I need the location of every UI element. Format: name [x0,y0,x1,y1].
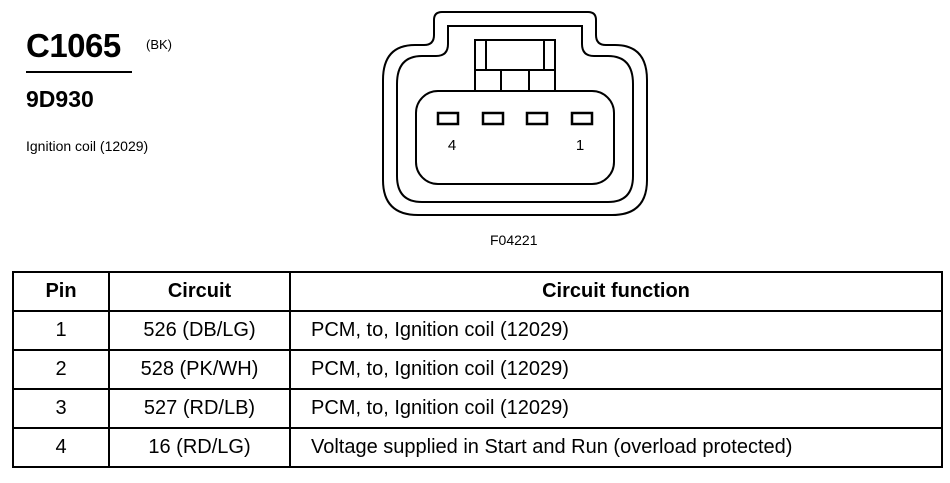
pin-cell: 1 [12,310,110,351]
header-circuit-function: Circuit function [289,271,943,312]
function-cell: Voltage supplied in Start and Run (overl… [289,427,943,468]
connector-color: (BK) [146,37,172,52]
pin-cell: 4 [12,427,110,468]
pin-3-terminal [481,111,505,126]
pin-4-terminal [436,111,460,126]
connector-id: C1065 [26,27,121,64]
function-cell: PCM, to, Ignition coil (12029) [289,349,943,390]
table-row: 1 526 (DB/LG) PCM, to, Ignition coil (12… [12,310,943,351]
connector-outer-shell [382,11,648,216]
function-cell: PCM, to, Ignition coil (12029) [289,310,943,351]
pin-2-terminal [525,111,549,126]
pin-cell: 2 [12,349,110,390]
connector-description: Ignition coil (12029) [26,138,149,154]
title-underline [26,71,132,73]
pin-label-left: 4 [448,137,456,154]
pin-1-terminal [570,111,594,126]
header-circuit: Circuit [108,271,291,312]
table-row: 3 527 (RD/LB) PCM, to, Ignition coil (12… [12,388,943,429]
connector-inner-shell [396,25,634,203]
table-header-row: Pin Circuit Circuit function [12,271,943,312]
circuit-cell: 526 (DB/LG) [108,310,291,351]
circuit-cell: 528 (PK/WH) [108,349,291,390]
pin-label-right: 1 [576,137,584,154]
circuit-cell: 16 (RD/LG) [108,427,291,468]
terminal-cavity-body [415,90,615,185]
pinout-table: Pin Circuit Circuit function 1 526 (DB/L… [12,271,943,468]
part-number: 9D930 [26,86,94,112]
pin-cell: 3 [12,388,110,429]
table-row: 2 528 (PK/WH) PCM, to, Ignition coil (12… [12,349,943,390]
connector-face-diagram: 4 1 [382,11,648,216]
circuit-cell: 527 (RD/LB) [108,388,291,429]
table-row: 4 16 (RD/LG) Voltage supplied in Start a… [12,427,943,468]
function-cell: PCM, to, Ignition coil (12029) [289,388,943,429]
header-pin: Pin [12,271,110,312]
latch-inner [485,39,545,71]
figure-code: F04221 [490,232,538,248]
